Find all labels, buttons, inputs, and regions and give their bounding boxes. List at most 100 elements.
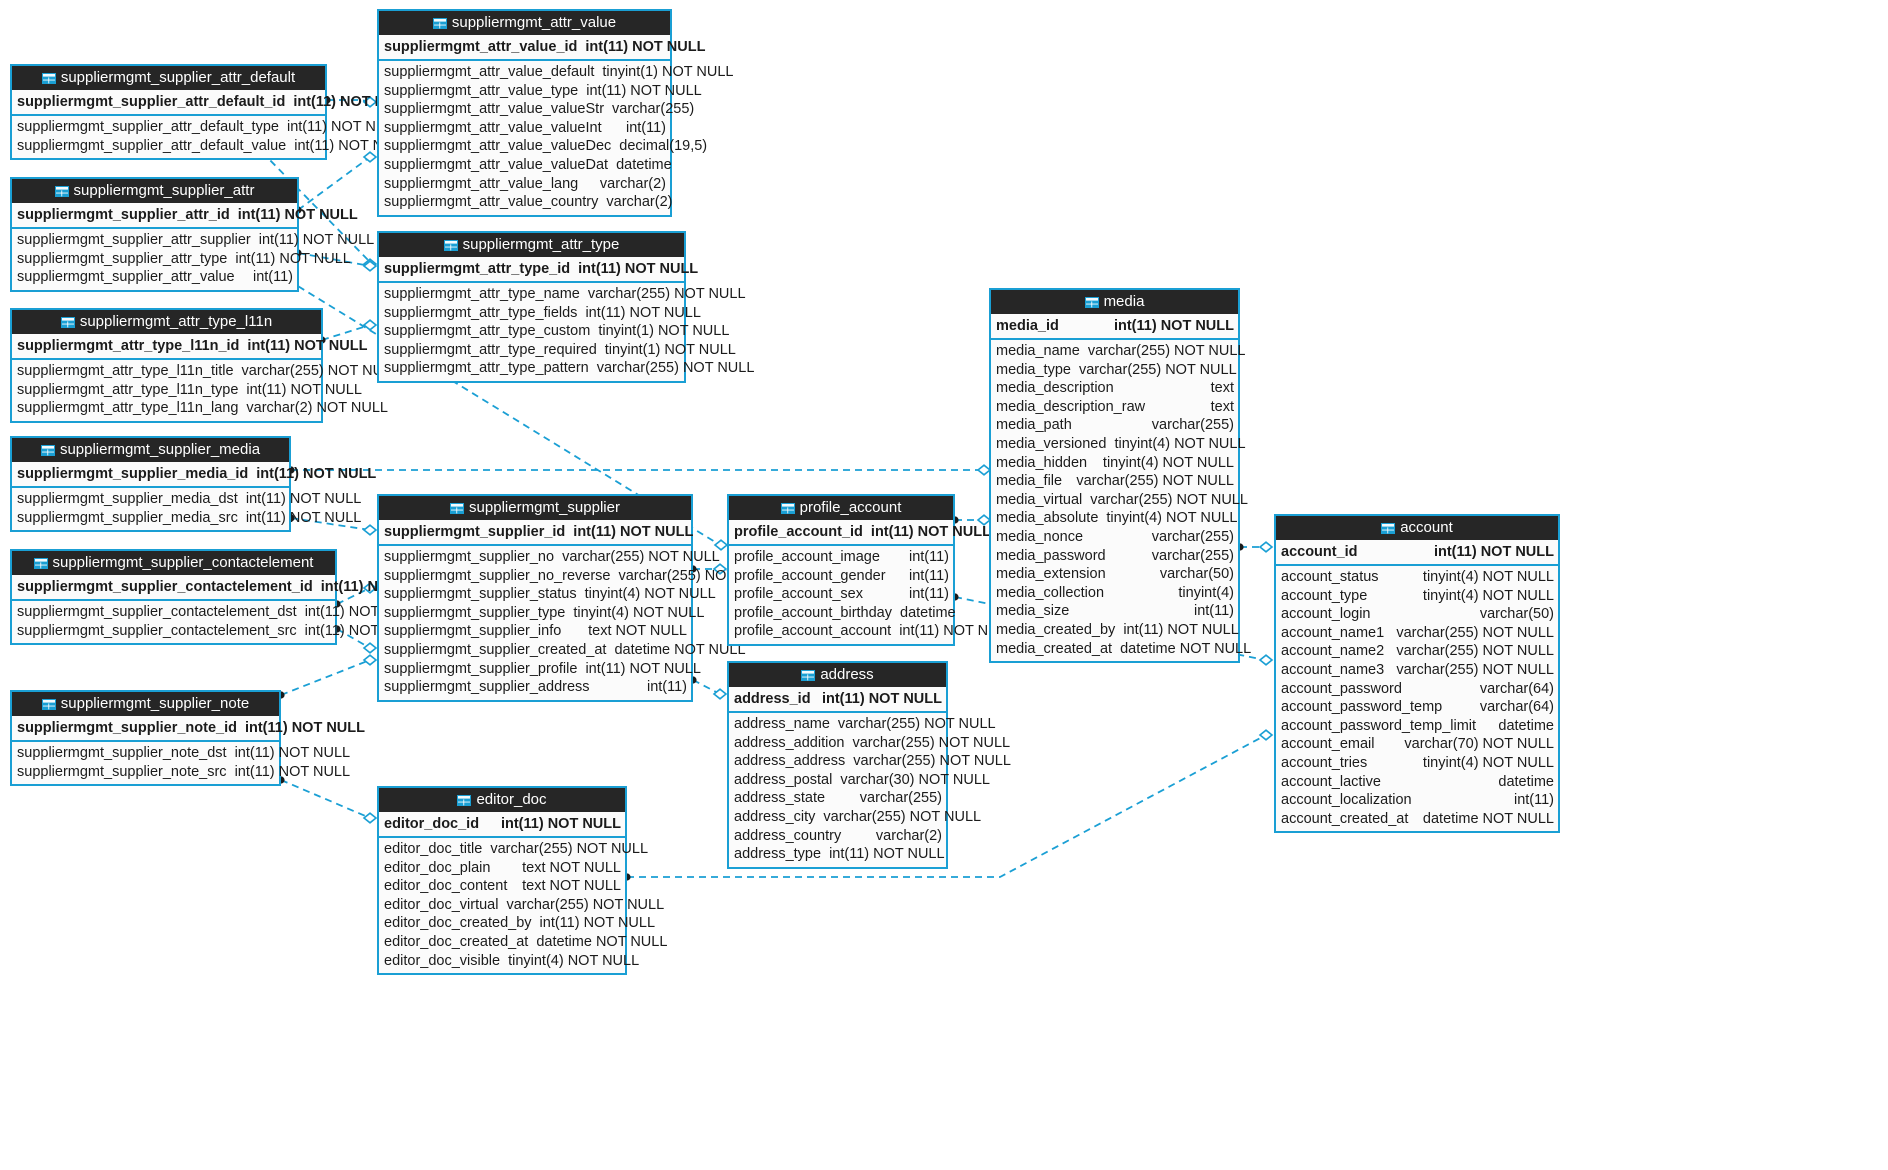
column-row[interactable]: suppliermgmt_supplier_attr_default_value… (12, 137, 410, 156)
column-row[interactable]: suppliermgmt_supplier_contactelement_dst… (12, 603, 420, 622)
